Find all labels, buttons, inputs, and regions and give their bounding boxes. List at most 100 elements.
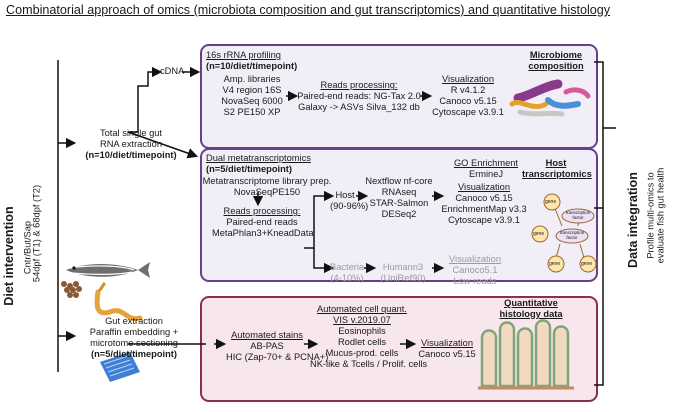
host-label-1: Host — [545, 158, 567, 168]
metatrans-n: (n=5/diet/timepoint) — [206, 164, 292, 174]
stains-title: Automated stains — [231, 330, 303, 340]
quant-item: Rodlet cells — [337, 337, 387, 347]
host-vis-block: Visualization Canoco v5.15 EnrichmentMap… — [436, 182, 532, 226]
library-item: Amp. libraries — [223, 74, 281, 84]
quant-item: NK-like & Tcells / Prolif. cells — [310, 359, 428, 369]
gene-node — [543, 193, 561, 211]
extraction-line2: RNA extraction — [99, 139, 162, 149]
host-block: Host (90-96%) — [330, 190, 369, 212]
vis-item: Canoco v5.15 — [455, 193, 513, 203]
tissue-cassette-icon — [100, 352, 140, 382]
vis-item: Cytoscape v3.9.1 — [432, 107, 504, 117]
microbiome-label-2: composition — [528, 61, 584, 71]
stain-item: AB-PAS — [250, 341, 284, 351]
host-label-2: transcriptomics — [522, 169, 592, 179]
vis-item: R v4.1.2 — [450, 85, 486, 95]
library-item: S2 PE150 XP — [223, 107, 281, 117]
host-transcriptomics-label: Host transcriptomics — [522, 158, 592, 180]
vis-item: Canoco v5.15 — [439, 96, 497, 106]
bact-vis-item: Canoco5.1 — [452, 265, 498, 275]
rna-extraction-text: Total single gut RNA extraction (n=10/di… — [76, 128, 186, 161]
host-tool: RNAseq — [381, 187, 417, 197]
diet-timepoints: 54dpf (T1) & 68dpf (T2) — [31, 184, 42, 283]
extraction-n: (n=10/diet/timepoint) — [85, 150, 177, 160]
gene-node — [531, 225, 549, 243]
library-list: Amp. libraries V4 region 16S NovaSeq 600… — [216, 74, 288, 118]
quant-title: Automated cell quant. — [317, 304, 407, 314]
vis-item: Cytoscape v3.9.1 — [448, 215, 520, 225]
integration-heading: Data integration — [626, 172, 640, 268]
profiling-n: (n=10/diet/timepoint) — [206, 61, 298, 71]
vis-title: Visualization — [441, 74, 495, 84]
reads-item: Galaxy -> ASVs Silva_132 db — [298, 102, 420, 112]
gut-extraction-block: Gut extraction Paraffin embedding + micr… — [74, 316, 194, 360]
reads-title: Reads processing: — [223, 206, 301, 216]
lib-seq: NovaSeqPE150 — [233, 187, 301, 197]
profiling-title: 16s rRNA profiling — [206, 50, 281, 60]
host-label: Host — [335, 190, 355, 200]
histology-label-1: Quantitative — [504, 298, 558, 308]
library-prep-block: Metatranscriptome library prep. NovaSeqP… — [202, 176, 332, 198]
library-item: NovaSeq 6000 — [221, 96, 283, 106]
metatrans-reads-block: Reads processing: Paired-end reads MetaP… — [212, 206, 314, 239]
library-item: V4 region 16S — [222, 85, 282, 95]
intestinal-villi-icon — [480, 319, 570, 388]
cdna-label: cDNA — [160, 66, 185, 76]
vis-item: Canoco v5.15 — [418, 349, 476, 359]
host-tool: Nextflow nf-core — [365, 176, 433, 186]
gene-node — [579, 255, 597, 273]
reads-title: Reads processing: — [320, 80, 398, 90]
reads-item: Paired-end reads — [226, 217, 298, 227]
quant-version: VIS v.2019.07 — [333, 315, 391, 325]
zebrafish-icon — [66, 262, 150, 278]
integration-line2: evaluate fish gut health — [655, 167, 666, 264]
extraction-line1: Total single gut — [99, 128, 163, 138]
bact-vis-title: Visualization — [448, 254, 502, 264]
reads-item: Paired-end reads: NG-Tax 2.0 — [297, 91, 421, 101]
stains-block: Automated stains AB-PAS HIC (Zap-70+ & P… — [226, 330, 329, 363]
bacteria-tools: Humann3 (UniRef90) — [374, 262, 432, 284]
tf-label: transcription factor — [565, 210, 591, 220]
histology-label-2: histology data — [499, 309, 563, 319]
metatrans-title: Dual metatranscriptomics — [206, 153, 311, 163]
bacteria-vis-block: Visualization Canoco5.1 Low reads — [440, 254, 510, 287]
quant-item: Mucus-prod. cells — [325, 348, 399, 358]
metatranscriptomics-head: Dual metatranscriptomics (n=5/diet/timep… — [206, 153, 356, 175]
microbiome-reads-block: Reads processing: Paired-end reads: NG-T… — [296, 80, 422, 113]
vis-title: Visualization — [457, 182, 511, 192]
quant-item: Eosinophils — [338, 326, 386, 336]
gut-line2: Paraffin embedding + — [89, 327, 179, 337]
microbes-icon — [509, 79, 591, 117]
host-tool: DESeq2 — [381, 209, 417, 219]
go-enrichment-block: GO Enrichment ErmineJ — [440, 158, 532, 180]
figure-title: Combinatorial approach of omics (microbi… — [6, 3, 611, 17]
gene-label: gene — [533, 231, 545, 237]
histology-n: (n=5/diet/timepoint) — [91, 349, 177, 359]
bact-tool: (UniRef90) — [380, 273, 426, 283]
stain-item: HIC (Zap-70+ & PCNA+) — [226, 352, 329, 362]
gut-line1: Gut extraction — [105, 316, 163, 326]
host-pct: (90-96%) — [330, 201, 369, 211]
tf-label: transcription factor — [559, 230, 585, 240]
microbiome-vis-block: Visualization R v4.1.2 Canoco v5.15 Cyto… — [430, 74, 506, 118]
host-tool: STAR-Salmon — [369, 198, 429, 208]
vis-title: Visualization — [420, 338, 474, 348]
microbiome-label: Microbiome composition — [522, 50, 590, 72]
go-tool: ErmineJ — [468, 169, 504, 179]
go-title: GO Enrichment — [453, 158, 519, 168]
histology-vis-block: Visualization Canoco v5.15 — [416, 338, 478, 360]
feed-pellets-icon — [61, 281, 82, 298]
lib-prep: Metatranscriptome library prep. — [202, 176, 332, 186]
cell-quant-block: Automated cell quant. VIS v.2019.07 Eosi… — [310, 304, 428, 370]
diet-heading: Diet intervention — [2, 206, 16, 306]
histology-label: Quantitative histology data — [486, 298, 576, 320]
gene-label: gene — [581, 261, 593, 267]
gene-node — [547, 255, 565, 273]
host-tools: Nextflow nf-core RNAseq STAR-Salmon DESe… — [364, 176, 434, 220]
reads-item: MetaPhlan3+KneadData — [212, 228, 314, 238]
transcriptomics-panel — [200, 148, 598, 282]
bacteria-block: Bacteria (4-10%) — [330, 262, 364, 284]
gene-label: gene — [545, 199, 557, 205]
bact-tool: Humann3 — [382, 262, 424, 272]
